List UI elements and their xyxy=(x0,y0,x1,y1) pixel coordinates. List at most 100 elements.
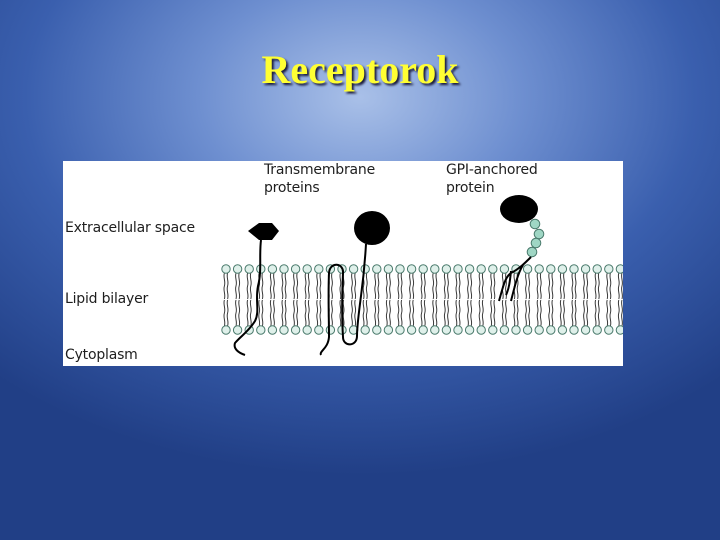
lipid-tail xyxy=(493,299,496,327)
lipid-tail xyxy=(293,299,295,327)
lipid-tail xyxy=(571,272,574,300)
lipid-tail xyxy=(258,299,261,327)
lipid-head xyxy=(267,264,278,274)
lipid-tail xyxy=(548,272,551,300)
lipid-head xyxy=(360,325,370,335)
lipid-tail xyxy=(583,272,585,300)
lipid-tail xyxy=(551,299,554,327)
lipid-tail xyxy=(606,272,609,300)
lipid-tail xyxy=(246,299,249,327)
lipid-head xyxy=(604,264,614,274)
lipid-tail xyxy=(397,272,400,300)
hexagon-protein-domain xyxy=(248,223,279,240)
lipid-tail xyxy=(467,272,469,300)
lipid-tail xyxy=(455,272,458,300)
lipid-tail xyxy=(539,272,542,300)
lipid-head xyxy=(580,264,591,274)
lipid-tail xyxy=(269,299,272,327)
label-extracellular-space: Extracellular space xyxy=(65,220,195,236)
lipid-tail xyxy=(597,299,600,327)
lipid-tails-top xyxy=(223,272,623,300)
lipid-head xyxy=(279,264,289,274)
lipid-tail xyxy=(339,299,342,327)
lipid-tail xyxy=(238,299,241,327)
lipid-tail xyxy=(505,299,507,327)
lipid-tail xyxy=(249,272,252,300)
lipid-tail xyxy=(365,299,368,327)
lipid-tail xyxy=(617,272,620,300)
gpi-protein-domain xyxy=(500,195,538,223)
lipid-tail xyxy=(374,299,377,327)
lipid-head xyxy=(348,264,359,274)
lipid-tail xyxy=(420,272,423,300)
lipid-tail xyxy=(621,299,623,327)
lipid-tail xyxy=(481,272,484,300)
lipid-tail xyxy=(563,272,565,300)
lipid-tail xyxy=(412,272,415,300)
lipid-tail xyxy=(609,272,612,300)
lipid-tail xyxy=(351,299,353,327)
membrane-diagram: Transmembrane proteins GPI-anchored prot… xyxy=(63,161,623,366)
lipid-tail xyxy=(389,299,391,327)
lipid-head xyxy=(395,325,405,335)
lipid-head xyxy=(430,325,440,335)
lipid-head xyxy=(290,325,301,335)
lipid-tail xyxy=(412,299,415,327)
lipid-tail xyxy=(455,299,458,327)
lipid-tail xyxy=(235,299,237,327)
lipid-tail xyxy=(397,299,400,327)
lipid-tail xyxy=(362,299,365,327)
lipid-tail xyxy=(307,272,310,300)
lipid-tail xyxy=(536,272,539,300)
lipid-tail xyxy=(609,299,612,327)
lipid-head xyxy=(522,325,533,335)
lipid-tail xyxy=(284,299,287,327)
lipid-tail xyxy=(525,272,527,300)
lipid-tail xyxy=(597,272,600,300)
lipid-tail xyxy=(351,272,353,300)
membrane-diagram-svg xyxy=(221,195,623,356)
lipid-tail xyxy=(617,299,620,327)
lipid-head xyxy=(325,325,336,335)
lipid-head xyxy=(546,325,556,335)
lipid-tail xyxy=(339,272,342,300)
lipid-head xyxy=(441,325,452,335)
lipid-tail xyxy=(293,272,295,300)
lipid-head xyxy=(314,264,324,274)
lipid-heads-top xyxy=(221,264,623,274)
lipid-tail xyxy=(606,299,609,327)
lipid-tail xyxy=(223,272,226,300)
lipid-head xyxy=(464,325,475,335)
gpi-anchor-chain xyxy=(498,256,532,302)
gpi-bead xyxy=(529,218,541,230)
lipid-head xyxy=(557,264,568,274)
lipid-tail xyxy=(559,299,562,327)
lipid-tail xyxy=(583,299,585,327)
lipid-tail xyxy=(296,272,299,300)
lipid-tail xyxy=(273,272,275,300)
gpi-bead xyxy=(530,237,542,249)
lipid-head xyxy=(522,264,533,274)
lipid-tail xyxy=(226,272,229,300)
lipid-tail xyxy=(389,272,391,300)
lipid-tail xyxy=(281,299,284,327)
lipid-tail xyxy=(513,299,516,327)
lipid-head xyxy=(476,325,486,335)
lipid-tail xyxy=(269,272,272,300)
lipid-tail xyxy=(319,299,322,327)
slide-title: Receptorok xyxy=(261,47,459,92)
lipid-tail xyxy=(478,272,481,300)
label-transmembrane-proteins: Transmembrane proteins xyxy=(264,162,375,196)
lipid-tail xyxy=(470,272,473,300)
lipid-tail xyxy=(490,272,493,300)
lipid-tails-bottom xyxy=(223,299,623,327)
lipid-head xyxy=(279,325,289,335)
lipid-tail xyxy=(574,272,577,300)
lipid-tail xyxy=(400,299,403,327)
lipid-tail xyxy=(354,272,357,300)
lipid-tail xyxy=(420,299,423,327)
single-pass-chain xyxy=(233,239,262,356)
lipid-tail xyxy=(307,299,310,327)
lipid-tail xyxy=(501,299,504,327)
lipid-tail xyxy=(377,299,380,327)
